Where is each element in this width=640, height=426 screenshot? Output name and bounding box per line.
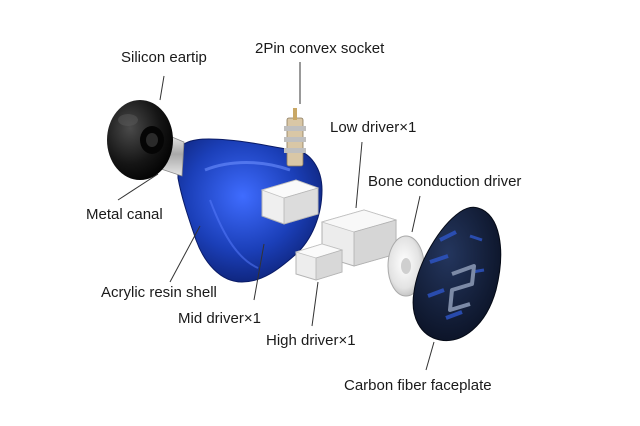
label-acrylic-shell: Acrylic resin shell bbox=[101, 284, 217, 301]
label-socket: 2Pin convex socket bbox=[255, 40, 385, 57]
faceplate-part bbox=[412, 206, 502, 342]
leader-shell bbox=[169, 225, 201, 283]
label-mid-driver: Mid driver×1 bbox=[178, 310, 261, 327]
label-faceplate: Carbon fiber faceplate bbox=[344, 377, 492, 394]
leader-lines bbox=[117, 62, 435, 371]
bone-conduction-disc bbox=[387, 235, 425, 297]
leader-high-driver bbox=[311, 281, 319, 327]
leader-canal bbox=[117, 173, 159, 201]
label-silicon-eartip: Silicon eartip bbox=[121, 49, 207, 66]
label-metal-canal: Metal canal bbox=[86, 206, 163, 223]
leader-mid-driver bbox=[253, 243, 265, 301]
socket-part bbox=[284, 108, 306, 167]
low-driver-part bbox=[260, 179, 320, 225]
silicon-eartip-part bbox=[107, 100, 173, 180]
label-low-driver: Low driver×1 bbox=[330, 119, 417, 136]
label-bone-driver: Bone conduction driver bbox=[368, 173, 522, 190]
leader-faceplate bbox=[425, 341, 435, 371]
high-driver-block bbox=[294, 243, 344, 281]
leader-low-driver bbox=[355, 141, 363, 209]
leader-bone-driver bbox=[411, 195, 421, 233]
leader-eartip bbox=[159, 75, 165, 101]
acrylic-shell-part bbox=[177, 138, 323, 283]
label-high-driver: High driver×1 bbox=[266, 332, 356, 349]
